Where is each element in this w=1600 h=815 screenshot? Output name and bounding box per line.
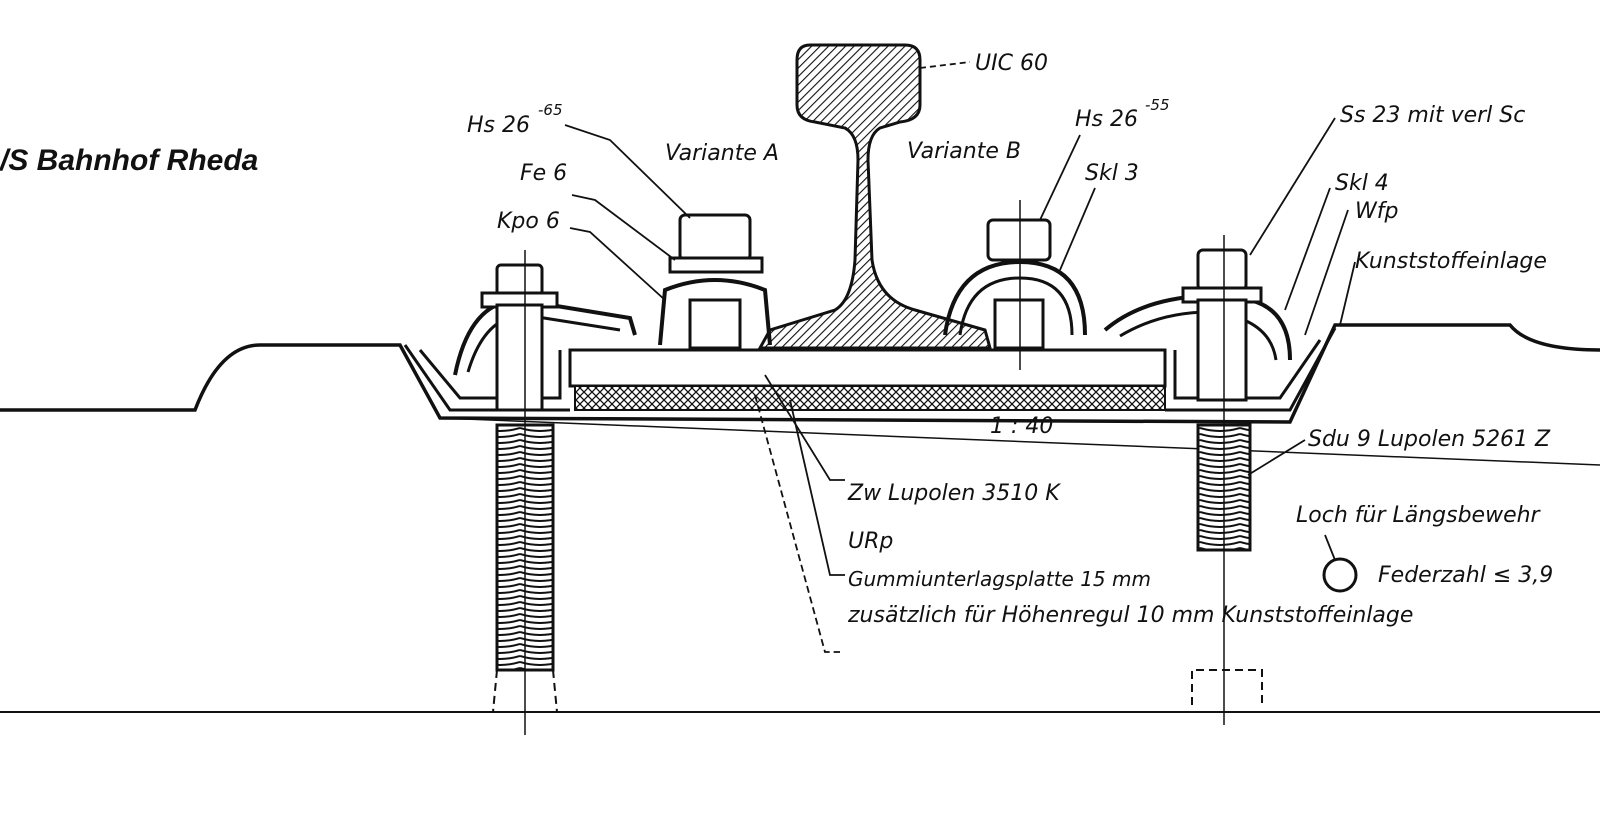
loch-label: Loch für Längsbewehr [1296,503,1542,528]
hs-right-label: Hs 26 [1075,107,1138,132]
urp-label: URp [848,529,893,554]
hs-left-sup: -65 [538,101,563,119]
zw-label: Zw Lupolen 3510 K [847,481,1061,506]
sleeper-outline [0,323,1600,713]
feder-label: Federzahl ≤ 3,9 [1378,563,1553,588]
hs-right-sup: -55 [1145,96,1170,114]
rail-label: UIC 60 [975,51,1048,76]
hs-left-label: Hs 26 [467,113,530,138]
left-clamp-assembly [453,250,637,735]
reinforcement-hole [1322,557,1358,593]
rail-profile [757,43,992,350]
variant-b-clip [943,200,1087,370]
fe-label: Fe 6 [520,161,567,186]
right-clamp-assembly [1103,235,1292,725]
ss23-label: Ss 23 mit verl Sc [1340,103,1525,128]
dimension-label: 1 : 40 [990,414,1053,439]
variant-a-label: Variante A [665,141,779,166]
zusatz-label: zusätzlich für Höhenregul 10 mm Kunststo… [847,603,1413,628]
wfp-label: Wfp [1355,199,1398,224]
variant-a-clip [658,213,772,350]
page-title: /S Bahnhof Rheda [0,144,258,177]
leader-lines [564,61,1356,653]
variant-b-label: Variante B [907,139,1021,164]
sdu-label: Sdu 9 Lupolen 5261 Z [1308,427,1551,452]
gummi-label: Gummiunterlagsplatte 15 mm [848,567,1151,591]
skl4-label: Skl 4 [1335,171,1389,196]
kunststoff-label: Kunststoffeinlage [1355,249,1547,274]
kpo-label: Kpo 6 [497,209,560,234]
skl3-label: Skl 3 [1085,161,1139,186]
